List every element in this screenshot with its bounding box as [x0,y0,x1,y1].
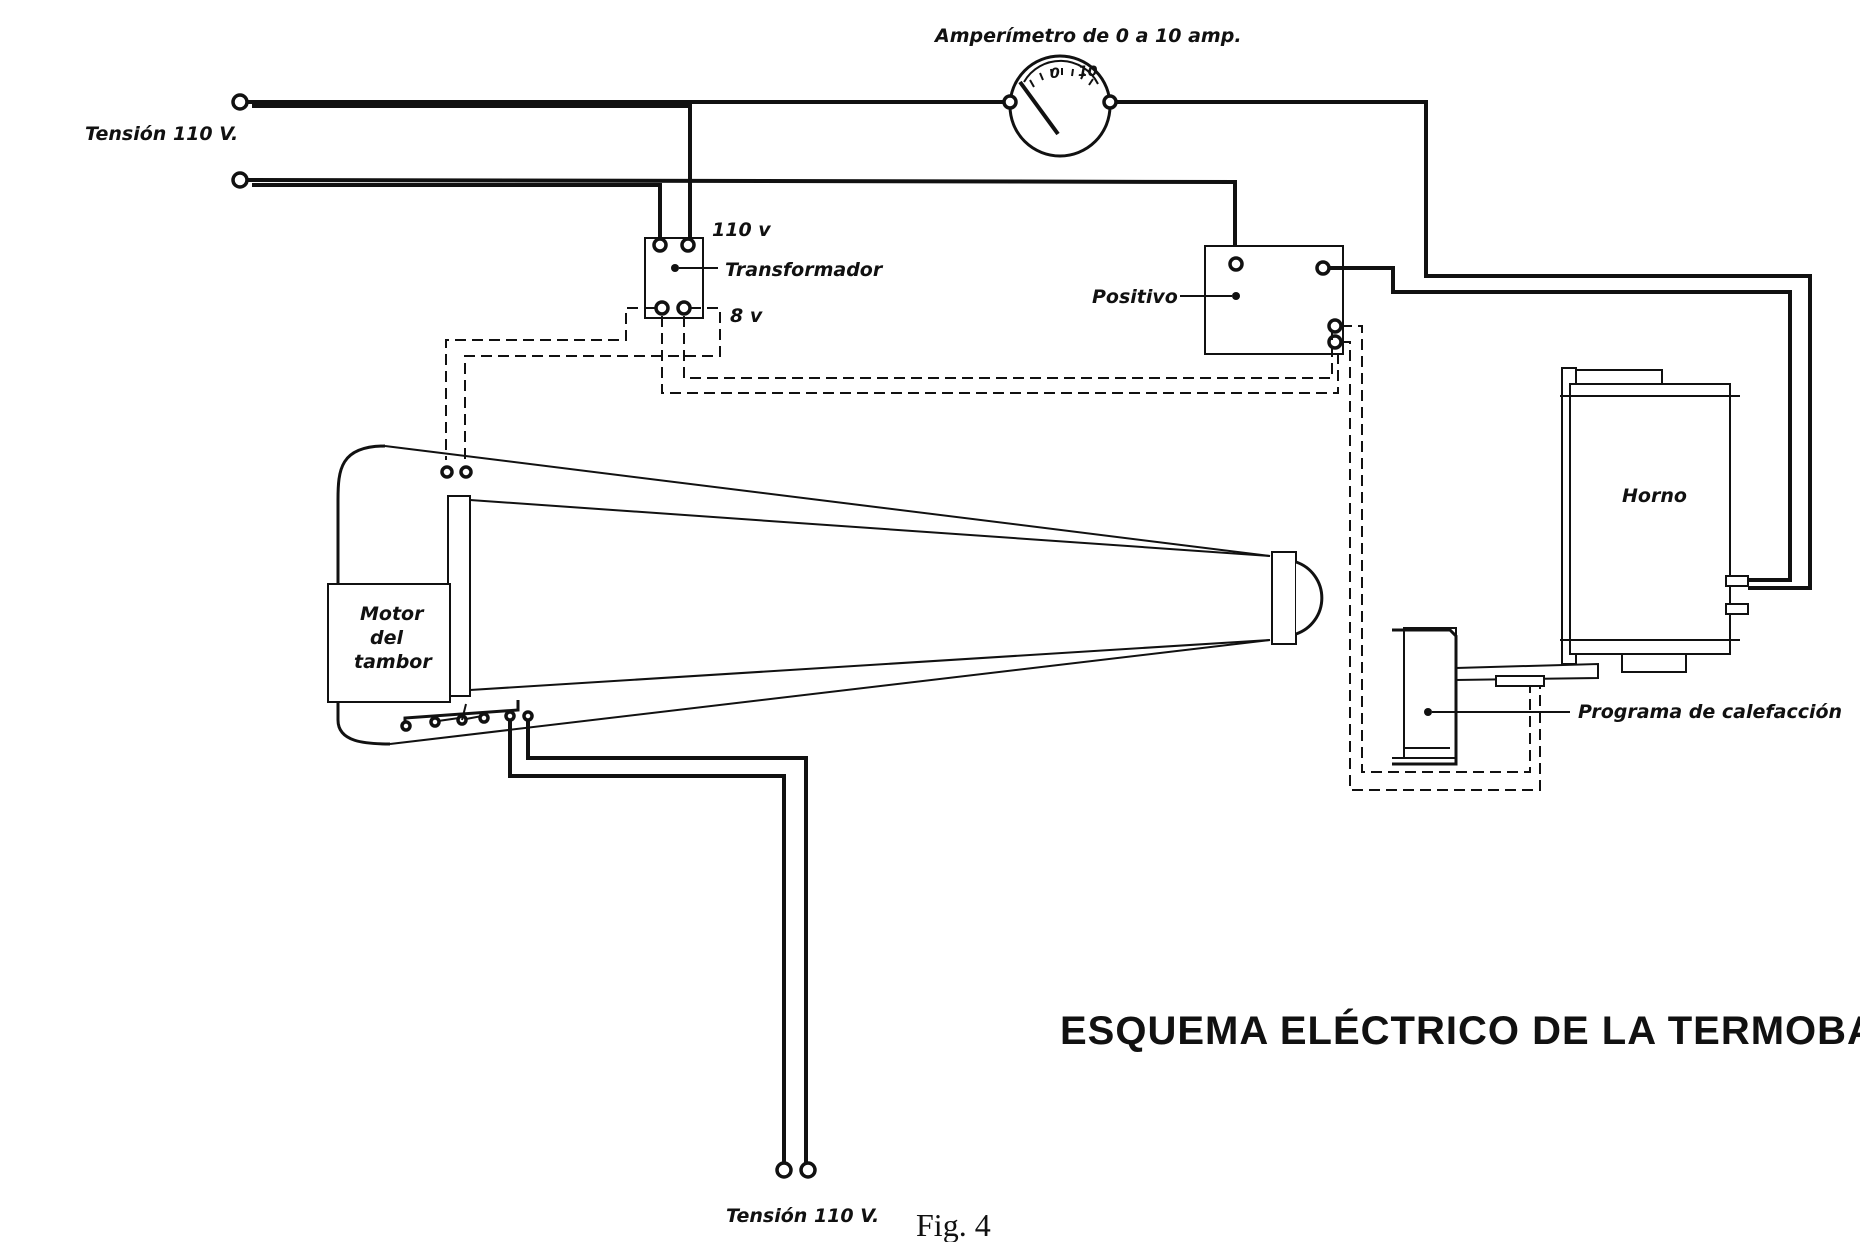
drum-assembly [327,444,1324,746]
transformer-secondary-label: 8 v [730,305,763,327]
ammeter-scale-min: 0 [1050,66,1060,82]
control-wiring-dashed [445,307,1541,791]
ammeter-label: Amperímetro de 0 a 10 amp. [933,25,1242,47]
supply-terminal-bottom-left [775,1161,793,1179]
drum-motor-label-2: del [370,627,403,649]
supply-line-second [231,171,1237,256]
supply-bottom-label: Tensión 110 V. [726,1205,879,1227]
furnace-label: Horno [1622,485,1687,507]
supply-line-top [231,93,1812,590]
transformer-primary-label: 110 v [712,219,771,241]
supply-top-label: Tensión 110 V. [85,123,238,145]
heating-program-label: Programa de calefacción [1578,701,1842,723]
ammeter-scale-max: 10 [1078,64,1098,80]
diagram-title: Esquema eléctrico de la termobalanza [1060,1008,1860,1053]
heating-program-unit [1392,627,1570,766]
supply-terminal-bottom-right [799,1161,817,1179]
drum-motor-label-3: tambor [354,651,433,673]
supply-terminal-top [231,93,249,111]
positivo-to-furnace-wire [1329,266,1792,582]
supply-line-bottom [508,720,817,1179]
drum-motor-box [327,583,451,703]
ammeter: 0 10 [1002,54,1118,158]
figure-caption: Fig. 4 [916,1207,991,1242]
transformer-label: Transformador [725,259,884,281]
drum-switch [400,700,534,732]
positivo-relay [1180,245,1344,355]
positivo-label: Positivo [1092,286,1178,308]
transformer [644,237,718,319]
furnace [1560,367,1749,673]
drum-motor-label-1: Motor [360,603,425,625]
supply-terminal-second [231,171,249,189]
